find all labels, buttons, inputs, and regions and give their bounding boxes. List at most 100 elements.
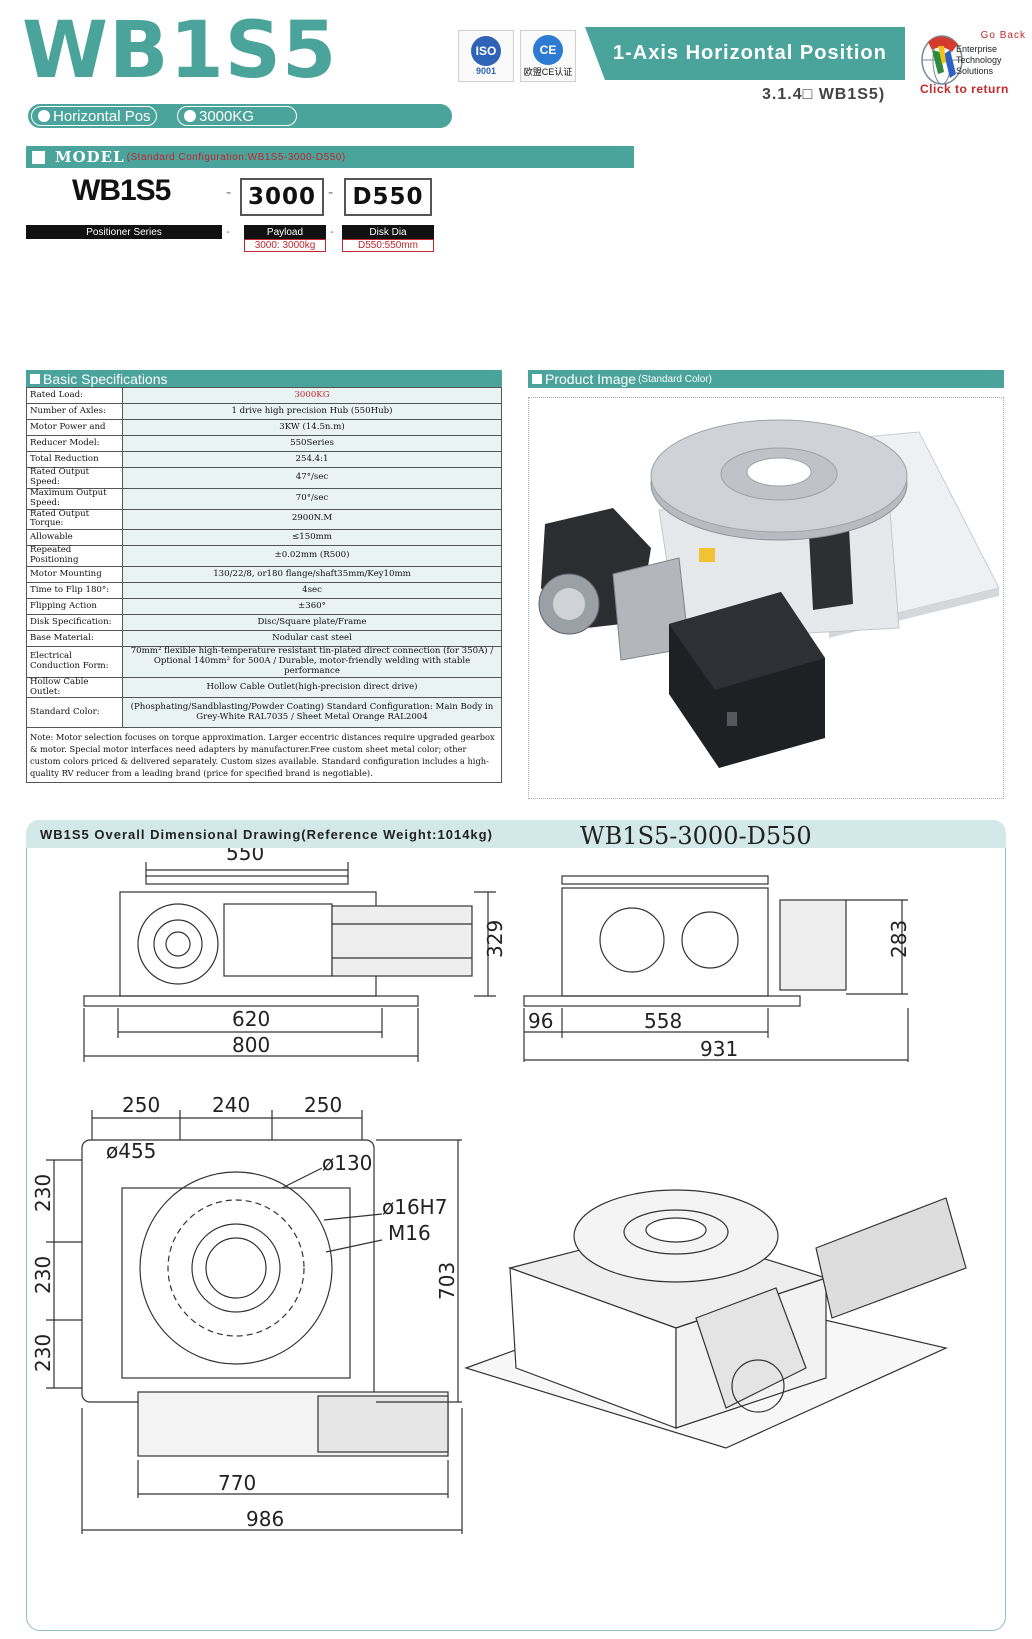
- spec-key: Total Reduction: [26, 451, 123, 468]
- ce-icon: CE: [533, 34, 563, 65]
- spec-key: Disk Specification:: [26, 614, 123, 631]
- spec-row: Rated Load:3000KG: [26, 387, 502, 404]
- dim-width1: 770: [218, 1471, 256, 1495]
- image-section-header: Product Image(Standard Color): [528, 370, 1004, 388]
- dim-inner-front: 620: [232, 1007, 270, 1031]
- spec-note: Note: Motor selection focuses on torque …: [26, 727, 502, 784]
- spec-key: Flipping Action: [26, 598, 123, 615]
- spec-value: Nodular cast steel: [122, 630, 502, 647]
- tag-payload: 3000KG: [177, 106, 297, 126]
- spec-value: 70mm² flexible high-temperature resistan…: [122, 646, 502, 678]
- dim-s1: 250: [122, 1093, 160, 1117]
- dimensional-drawing: 550 329 620 800 283 96 558 931 250 240 2…: [31, 848, 967, 1534]
- dash: -: [330, 226, 334, 238]
- spec-row: Rated Output Speed:47°/sec: [26, 467, 502, 489]
- series-code: WB1S5: [72, 174, 171, 207]
- dim-total-side: 931: [700, 1037, 738, 1061]
- spec-value: 254.4:1: [122, 451, 502, 468]
- disk-code-box: D550: [344, 178, 432, 216]
- dot-icon: [38, 110, 50, 122]
- spec-key: Repeated Positioning: [26, 545, 123, 567]
- spec-value: 3KW (14.5n.m): [122, 419, 502, 436]
- tag-bar: [28, 104, 452, 128]
- dim-r2: 230: [31, 1256, 55, 1294]
- click-to-return-label: Click to return: [920, 82, 1009, 96]
- spec-row: Base Material:Nodular cast steel: [26, 630, 502, 647]
- spec-value: ≤150mm: [122, 529, 502, 547]
- spec-row: Rated Output Torque:2900N.M: [26, 508, 502, 531]
- series-label: Positioner Series: [26, 225, 222, 239]
- dim-s2: 240: [212, 1093, 250, 1117]
- dim-base-front: 800: [232, 1033, 270, 1057]
- spec-row: Hollow Cable Outlet:Hollow Cable Outlet(…: [26, 676, 502, 699]
- spec-row: Maximum Output Speed:70°/sec: [26, 487, 502, 510]
- spec-key: Allowable: [26, 529, 123, 547]
- spec-key: Motor Power and: [26, 419, 123, 436]
- square-icon: [532, 374, 542, 384]
- dim-disk-front: 550: [226, 848, 264, 865]
- drawing-title: WB1S5 Overall Dimensional Drawing(Refere…: [26, 820, 1006, 848]
- spec-key: Electrical Conduction Form:: [26, 646, 123, 678]
- spec-key: Rated Load:: [26, 387, 123, 404]
- spec-key: Maximum Output Speed:: [26, 487, 123, 510]
- positioner-render: [538, 419, 1000, 768]
- spec-key: Time to Flip 180°:: [26, 582, 123, 599]
- spec-row: Reducer Model:550Series: [26, 435, 502, 452]
- logo-text: Enterprise Technology Solutions: [956, 44, 1002, 76]
- dim-disk-dia: ø455: [106, 1139, 156, 1163]
- spec-key: Rated Output Torque:: [26, 508, 123, 531]
- go-back-label: Go Back: [980, 30, 1026, 41]
- spec-value: 4sec: [122, 582, 502, 599]
- iso-sub-label: 9001: [475, 66, 497, 76]
- dim-inner-side: 558: [644, 1009, 682, 1033]
- spec-row: Time to Flip 180°:4sec: [26, 582, 502, 599]
- square-icon: [32, 150, 45, 164]
- dash: -: [226, 226, 230, 238]
- spec-row: Number of Axles:1 drive high precision H…: [26, 403, 502, 420]
- dim-thread: M16: [388, 1221, 431, 1245]
- go-back-link[interactable]: Go Back Enterprise Technology Solutions …: [916, 22, 1032, 100]
- ce-caption: 欧盟CE认证: [523, 66, 573, 77]
- category-banner: 1-Axis Horizontal Position: [585, 27, 905, 80]
- spec-key: Rated Output Speed:: [26, 467, 123, 489]
- dash: -: [226, 184, 232, 201]
- dim-height-front: 329: [483, 920, 507, 958]
- dim-height-side: 283: [887, 920, 911, 958]
- spec-value: 1 drive high precision Hub (550Hub): [122, 403, 502, 420]
- spec-value: Disc/Square plate/Frame: [122, 614, 502, 631]
- specs-section-header: Basic Specifications: [26, 370, 502, 388]
- dim-bore-dia: ø130: [322, 1151, 372, 1175]
- payload-code-box: 3000: [240, 178, 324, 216]
- dim-r3: 230: [31, 1334, 55, 1372]
- spec-key: Base Material:: [26, 630, 123, 647]
- spec-value: ±360°: [122, 598, 502, 615]
- spec-value: 70°/sec: [122, 487, 502, 510]
- disk-note: D550:550mm: [342, 239, 434, 252]
- product-image: [528, 397, 1004, 799]
- tag-horizontal: Horizontal Pos: [31, 106, 157, 126]
- disk-label: Disk Dia: [342, 225, 434, 239]
- square-icon: [30, 374, 40, 384]
- dash: -: [328, 184, 334, 201]
- spec-value: 550Series: [122, 435, 502, 452]
- catalog-code: 3.1.4□ WB1S5): [762, 86, 886, 103]
- spec-row: Standard Color:(Phosphating/Sandblasting…: [26, 697, 502, 729]
- spec-value: 2900N.M: [122, 508, 502, 531]
- spec-value: 3000KG: [122, 387, 502, 404]
- spec-row: Repeated Positioning±0.02mm (R500): [26, 545, 502, 567]
- iso-cert-badge: ISO 9001: [458, 30, 514, 82]
- spec-note-row: Note: Motor selection focuses on torque …: [26, 727, 502, 784]
- dim-width2: 986: [246, 1507, 284, 1531]
- spec-value: Hollow Cable Outlet(high-precision direc…: [122, 676, 502, 699]
- dot-icon: [184, 110, 196, 122]
- spec-value: 130/22/8, or180 flange/shaft35mm/Key10mm: [122, 566, 502, 583]
- iso-icon: ISO: [471, 36, 501, 66]
- spec-key: Motor Mounting: [26, 566, 123, 583]
- spec-value: (Phosphating/Sandblasting/Powder Coating…: [122, 697, 502, 729]
- dim-height-top: 703: [435, 1262, 459, 1300]
- model-title: WB1S5: [22, 6, 338, 96]
